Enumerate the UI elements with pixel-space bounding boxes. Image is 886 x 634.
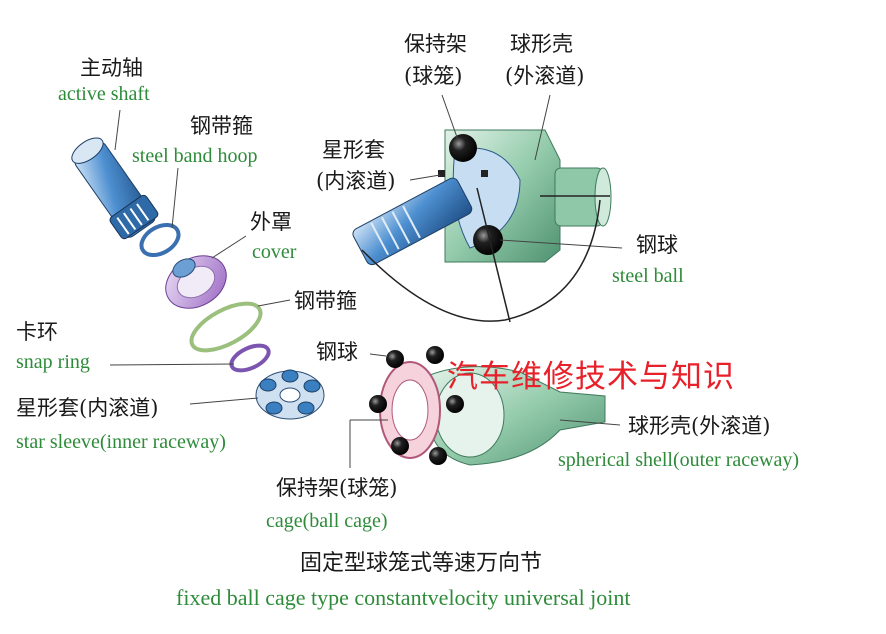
cover-leader	[211, 235, 247, 259]
steel-band-hoop-label-en: steel band hoop	[132, 145, 258, 167]
shell-bottom-leader	[559, 419, 621, 426]
hoop2-leader	[257, 299, 291, 307]
watermark-text: 汽车维修技术与知识	[447, 359, 735, 395]
cage-bottom-label-en: cage(ball cage)	[266, 510, 388, 532]
snap-leader	[109, 363, 235, 366]
active-shaft-part	[71, 137, 159, 240]
cover-label-zh: 外罩	[250, 210, 292, 234]
shell-top-leader	[534, 94, 551, 161]
assembled-joint	[352, 129, 612, 266]
active-shaft-label-zh: 主动轴	[80, 56, 143, 80]
snap-ring-label-zh: 卡环	[16, 320, 58, 344]
cage-top-label-zh: 保持架	[404, 32, 467, 56]
cover-part	[165, 255, 227, 309]
star-top-label-zh: 星形套	[322, 138, 385, 162]
star-sleeve-label-en: star sleeve(inner raceway)	[16, 431, 226, 453]
star-top-leader	[409, 174, 441, 181]
caption-en: fixed ball cage type constantvelocity un…	[176, 585, 631, 610]
hoop-leader	[171, 167, 179, 229]
axis-line	[476, 187, 511, 323]
steel-ball-2-label-zh: 钢球	[316, 340, 358, 364]
steel-ball-label-zh: 钢球	[636, 233, 678, 257]
cage-top-leader	[441, 94, 459, 141]
ball-leader	[499, 239, 623, 249]
steel-band-hoop-2-ring	[189, 301, 263, 353]
angle-arc	[361, 199, 601, 322]
snap-ring-label-en: snap ring	[16, 351, 90, 373]
ball2-leader	[369, 353, 387, 357]
cover-label-en: cover	[252, 241, 297, 263]
steel-ball-label-en: steel ball	[612, 265, 684, 287]
steel-band-hoop-label-zh: 钢带箍	[190, 114, 253, 138]
cage-bottom-label-zh: 保持架(球笼)	[276, 476, 398, 500]
star-sleeve-part	[255, 369, 325, 420]
steel-band-hoop-2-label-zh: 钢带箍	[294, 289, 357, 313]
caption-zh: 固定型球笼式等速万向节	[300, 551, 543, 576]
star-sleeve-label-zh: 星形套(内滚道)	[16, 396, 159, 420]
star-top-label-zh2: (内滚道)	[316, 169, 396, 193]
shell-top-label-zh: 球形壳	[510, 32, 573, 56]
cage-top-label-zh2: (球笼)	[404, 64, 463, 88]
exploded-joint	[369, 346, 606, 466]
steel-band-hoop-ring	[139, 222, 181, 258]
shell-top-label-zh2: (外滚道)	[505, 64, 585, 88]
shaft-leader	[114, 109, 121, 151]
active-shaft-label-en: active shaft	[58, 83, 150, 105]
snap-ring-part	[229, 343, 271, 373]
star-leader	[189, 397, 259, 405]
shell-bottom-label-en: spherical shell(outer raceway)	[558, 449, 799, 471]
shell-bottom-label-zh: 球形壳(外滚道)	[628, 414, 771, 438]
